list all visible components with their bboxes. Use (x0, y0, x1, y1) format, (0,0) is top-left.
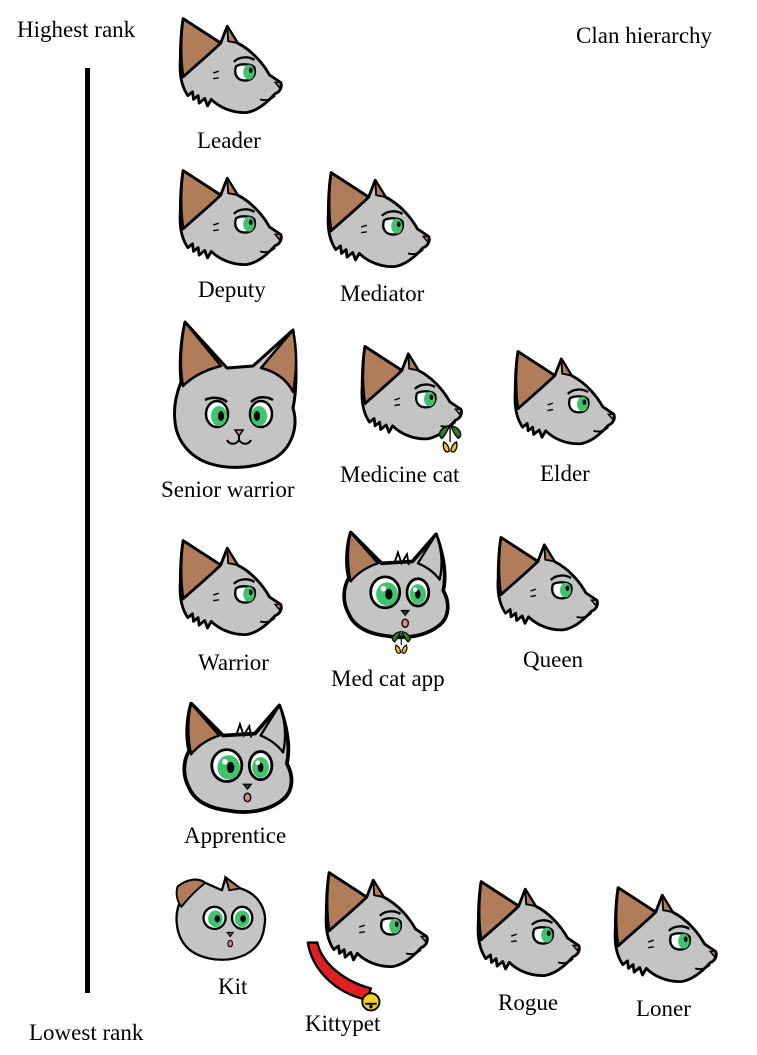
elder-icon (505, 346, 625, 452)
herb-icon (433, 423, 469, 461)
rogue-icon (468, 876, 590, 984)
role-label-deputy: Deputy (198, 277, 266, 302)
role-label-loner: Loner (636, 996, 691, 1021)
role-label-senior-warrior: Senior warrior (161, 477, 295, 502)
role-label-rogue: Rogue (498, 990, 559, 1015)
apprentice-icon (178, 698, 300, 820)
role-label-mediator: Mediator (340, 281, 425, 306)
axis-bottom-label: Lowest rank (29, 1020, 144, 1045)
role-label-warrior: Warrior (198, 650, 269, 675)
senior-warrior-icon (165, 316, 305, 471)
queen-icon (488, 531, 608, 639)
leader-icon (170, 12, 292, 122)
role-label-queen: Queen (523, 647, 584, 672)
kit-icon (170, 870, 272, 962)
herb-icon (387, 628, 417, 662)
role-label-kittypet: Kittypet (305, 1011, 381, 1036)
deputy-icon (170, 165, 292, 273)
role-label-kit: Kit (218, 974, 248, 999)
chart-title: Clan hierarchy (576, 23, 713, 48)
loner-icon (605, 882, 727, 990)
role-label-leader: Leader (197, 128, 261, 153)
mediator-icon (318, 167, 440, 275)
warrior-icon (170, 534, 292, 644)
kittypet-icon (316, 866, 438, 976)
role-label-med-cat-app: Med cat app (331, 666, 445, 691)
role-label-apprentice: Apprentice (184, 823, 287, 848)
role-label-medicine-cat: Medicine cat (340, 462, 460, 487)
rank-axis-line (85, 68, 90, 993)
role-label-elder: Elder (540, 461, 590, 486)
axis-top-label: Highest rank (17, 17, 136, 42)
